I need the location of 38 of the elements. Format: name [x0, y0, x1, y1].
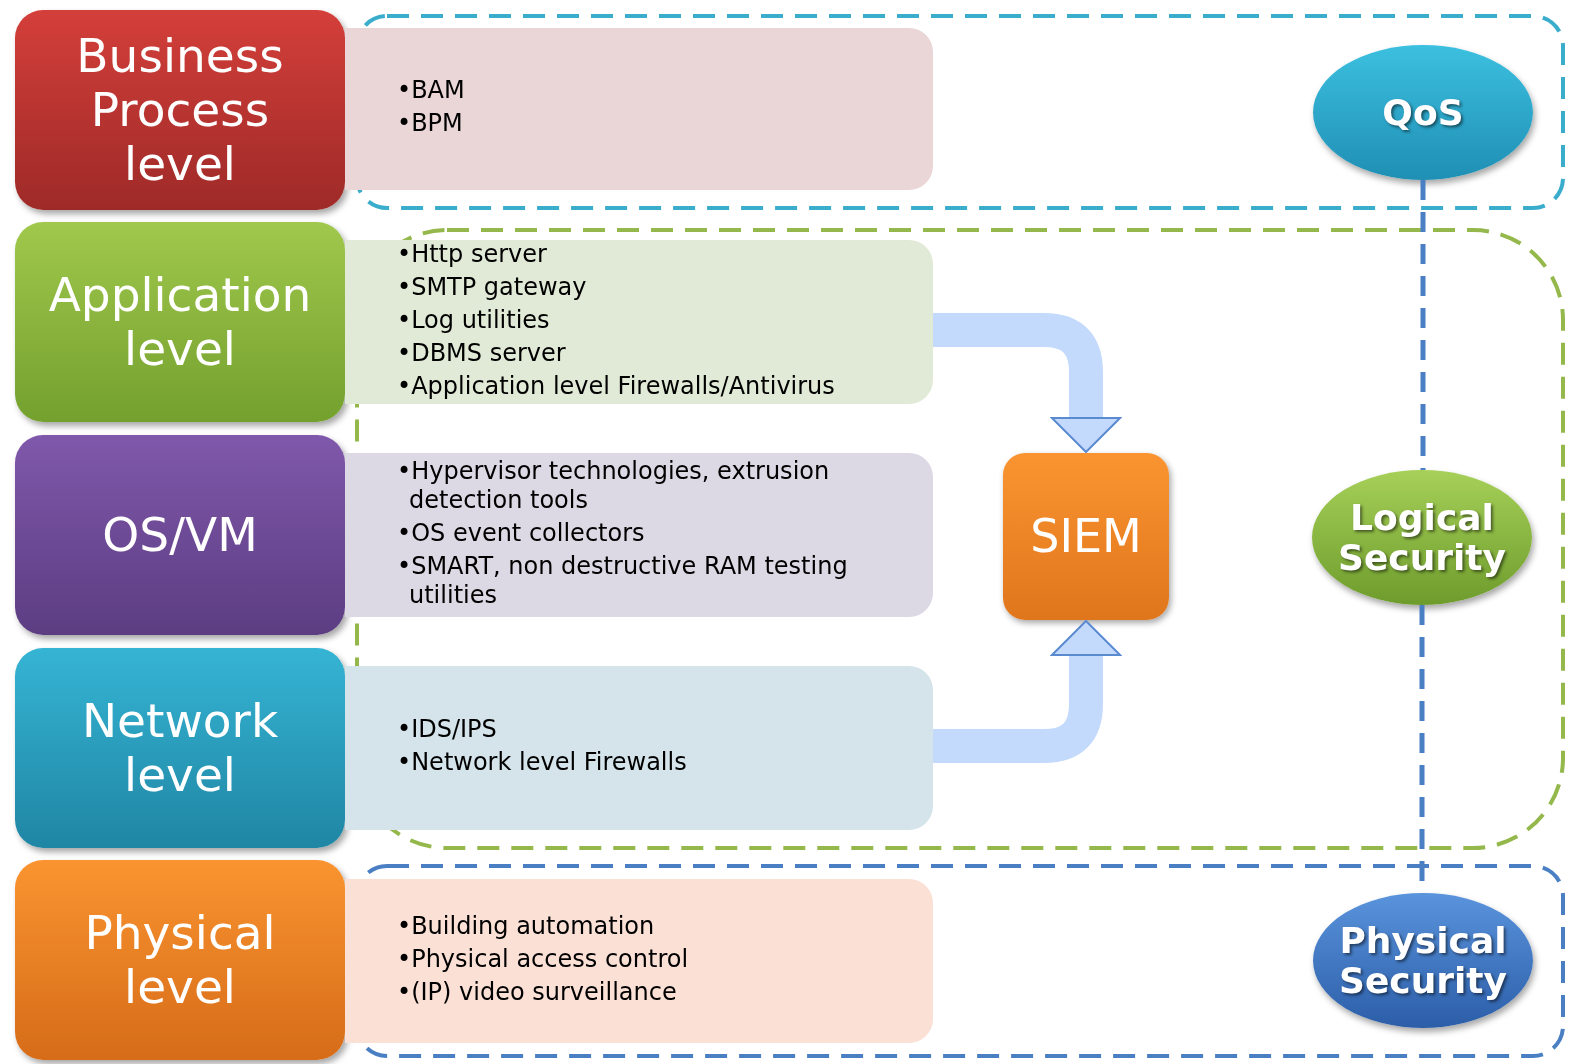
content-box — [345, 453, 933, 617]
bullet-item: •BAM — [397, 76, 466, 105]
block-arrow — [933, 619, 1122, 763]
level-box — [15, 435, 345, 635]
level-box — [15, 222, 345, 422]
bullet-item: •Application level Firewalls/Antivirus — [397, 371, 836, 401]
bullet-item: •SMTP gateway — [397, 272, 588, 302]
bullet-item: •Building automation — [397, 911, 656, 941]
content-box — [345, 666, 933, 830]
level-title: Network level — [80, 694, 280, 802]
bullet-item: •BPM — [397, 109, 464, 138]
block-arrow — [933, 313, 1122, 454]
level-box — [15, 860, 345, 1060]
bullet-item: •Hypervisor technologies, extrusion detection tools — [397, 456, 831, 515]
level-title: Business Process level — [75, 29, 285, 191]
bullet-item: •SMART, non destructive RAM testing utilities — [397, 551, 849, 610]
bullet-item: •OS event collectors — [397, 518, 646, 548]
category-label: Physical Security — [1337, 920, 1509, 1001]
content-box — [345, 240, 933, 404]
bullet-item: •Physical access control — [397, 944, 690, 974]
bullet-item: •DBMS server — [397, 338, 567, 368]
bullet-item: •Log utilities — [397, 305, 551, 335]
category-label: Logical Security — [1336, 497, 1508, 578]
siem-label: SIEM — [1030, 508, 1142, 565]
siem-box — [1003, 453, 1169, 620]
dashed-connector — [1420, 180, 1426, 470]
level-title: Application level — [47, 268, 313, 376]
level-title: Physical level — [83, 906, 277, 1014]
level-box — [15, 10, 345, 210]
bullet-item: •Network level Firewalls — [397, 748, 688, 777]
content-box — [345, 879, 933, 1043]
bullet-item: •Http server — [397, 239, 548, 269]
bullet-item: •IDS/IPS — [397, 715, 498, 744]
category-label: QoS — [1381, 92, 1465, 133]
bullet-item: •(IP) video surveillance — [397, 977, 678, 1007]
level-box — [15, 648, 345, 848]
level-title: OS/VM — [101, 508, 259, 562]
content-box — [345, 28, 933, 190]
